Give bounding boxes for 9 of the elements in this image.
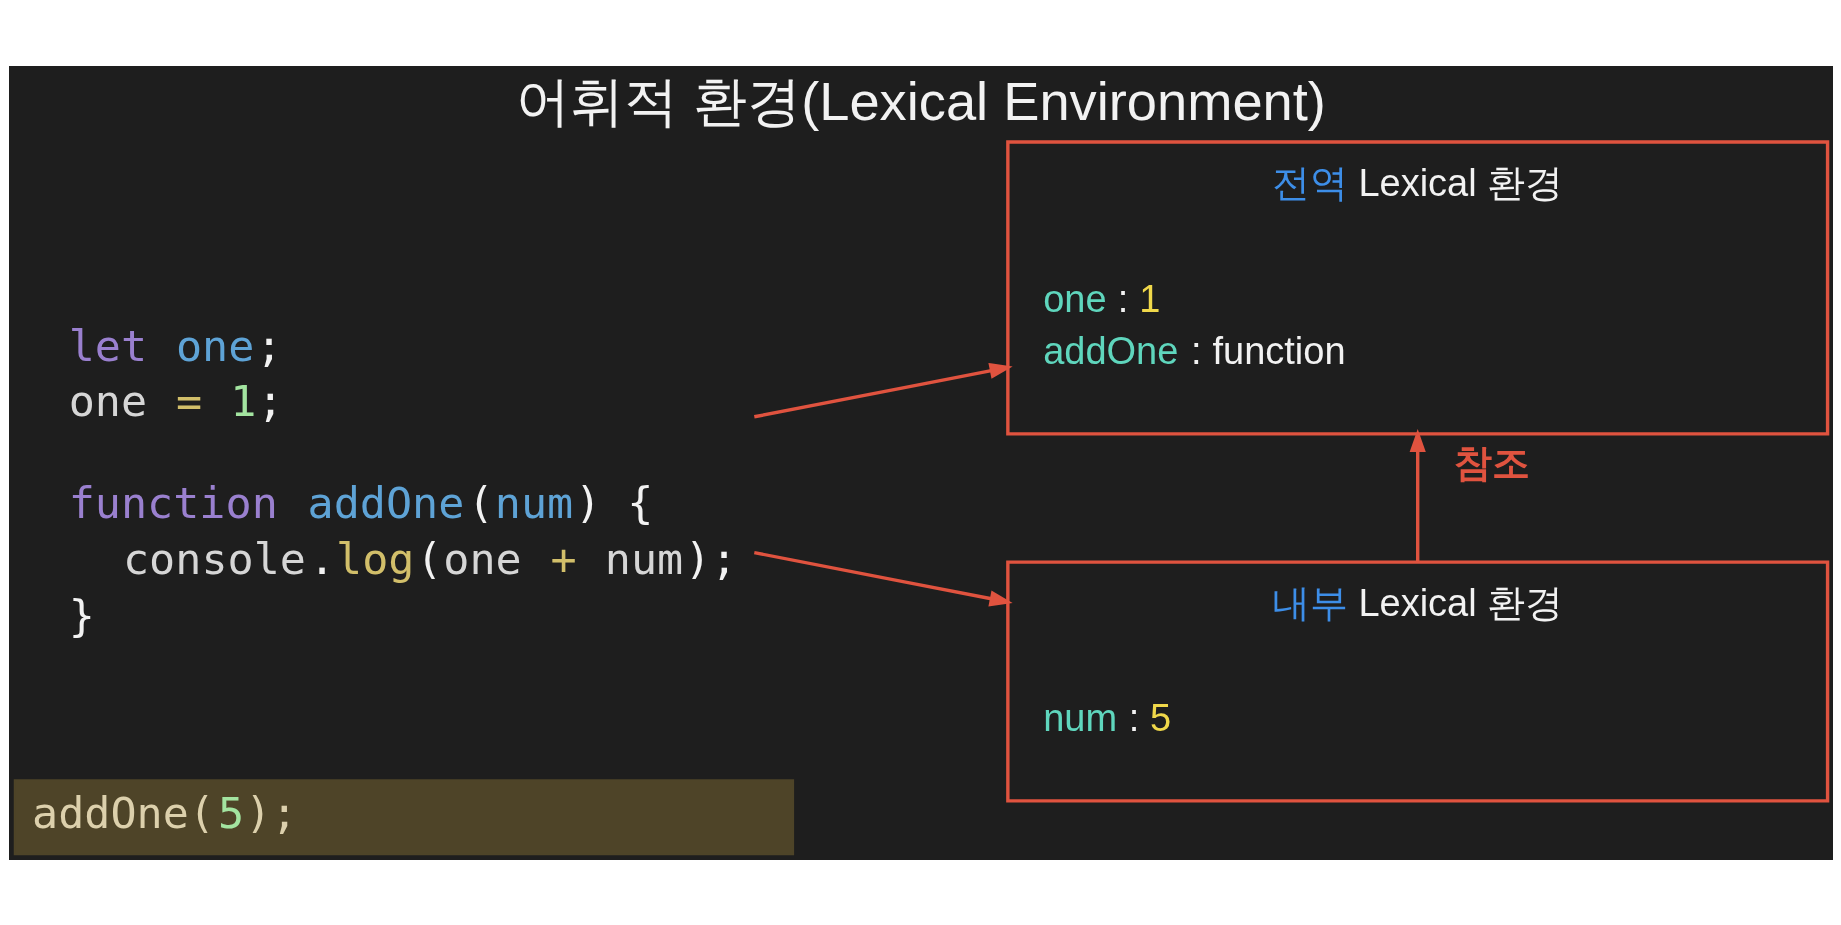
node-box: 내부 Lexical 환경 num : 5 [1005,559,1829,803]
diagram-title: 어휘적 환경(Lexical Environment) [515,70,1326,132]
arrow [753,362,1013,418]
node-box: addOne(5); [13,778,794,855]
node-box: 전역 Lexical 환경 one : 1 addOne : function [1005,139,1829,435]
arrow [1409,428,1426,562]
arrow [753,550,1013,606]
node-text: let one; one = 1; function addOne(num) { console.log(one + num); } [68,320,737,641]
edge-label: 참조 [1453,441,1530,484]
